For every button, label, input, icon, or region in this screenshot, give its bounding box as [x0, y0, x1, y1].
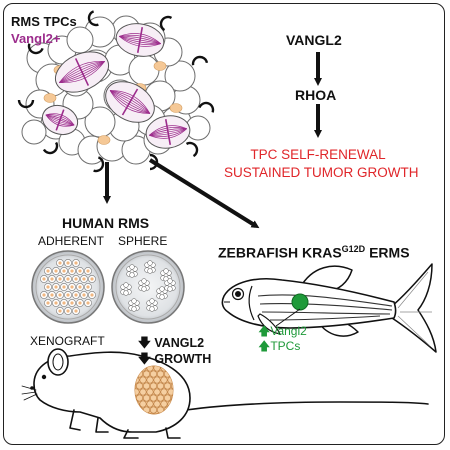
sphere-label: SPHERE — [118, 234, 168, 248]
down-arrow-icon: 🡇 — [138, 352, 151, 366]
adherent-dish — [31, 250, 105, 324]
cluster-marker: Vangl2+ — [11, 31, 61, 46]
human-effect-growth: 🡇 GROWTH — [138, 350, 211, 371]
pathway-gene-rhoa: RHOA — [295, 87, 337, 103]
pathway-gene-vangl2: VANGL2 — [286, 32, 342, 48]
zebrafish-heading-superscript: G12D — [341, 244, 366, 254]
outcome-line-2: SUSTAINED TUMOR GROWTH — [224, 165, 419, 180]
zebrafish-heading-suffix: ERMS — [365, 244, 410, 261]
xenograft-label: XENOGRAFT — [30, 334, 105, 348]
human-effect-vangl2: 🡇 VANGL2 — [138, 334, 204, 355]
zebrafish-effect-tpcs: 🡅TPCs — [258, 337, 300, 358]
zebrafish-heading-prefix: ZEBRAFISH KRAS — [218, 244, 342, 261]
arrow-to-zebrafish — [148, 158, 260, 229]
zebrafish-effect-tpcs-text: TPCs — [270, 339, 301, 353]
zebrafish-effect-vangl2: 🡅Vangl2 — [258, 322, 307, 343]
outcome-line-1: TPC SELF-RENEWAL — [250, 147, 386, 162]
zebrafish-effect-vangl2-text: Vangl2 — [270, 324, 307, 338]
up-arrow-icon: 🡅 — [258, 324, 271, 338]
zebrafish-icon — [221, 263, 437, 353]
mouse-icon — [21, 348, 429, 439]
tpc-cell-cluster — [17, 10, 215, 173]
up-arrow-icon: 🡅 — [258, 339, 271, 353]
down-arrow-icon: 🡇 — [138, 336, 151, 350]
human-effect-vangl2-text: VANGL2 — [154, 336, 205, 350]
human-rms-heading: HUMAN RMS — [62, 215, 150, 231]
human-effect-growth-text: GROWTH — [154, 352, 212, 366]
tumor-callout-line — [275, 308, 301, 327]
cluster-title: RMS TPCs — [11, 14, 77, 29]
adherent-label: ADHERENT — [38, 234, 105, 248]
xenograft-tumor — [134, 365, 174, 415]
zebrafish-heading: ZEBRAFISH KRASG12D ERMS — [218, 244, 410, 261]
frame-border — [3, 3, 445, 445]
sphere-dish — [111, 250, 185, 324]
zebrafish-tumor — [291, 293, 309, 311]
